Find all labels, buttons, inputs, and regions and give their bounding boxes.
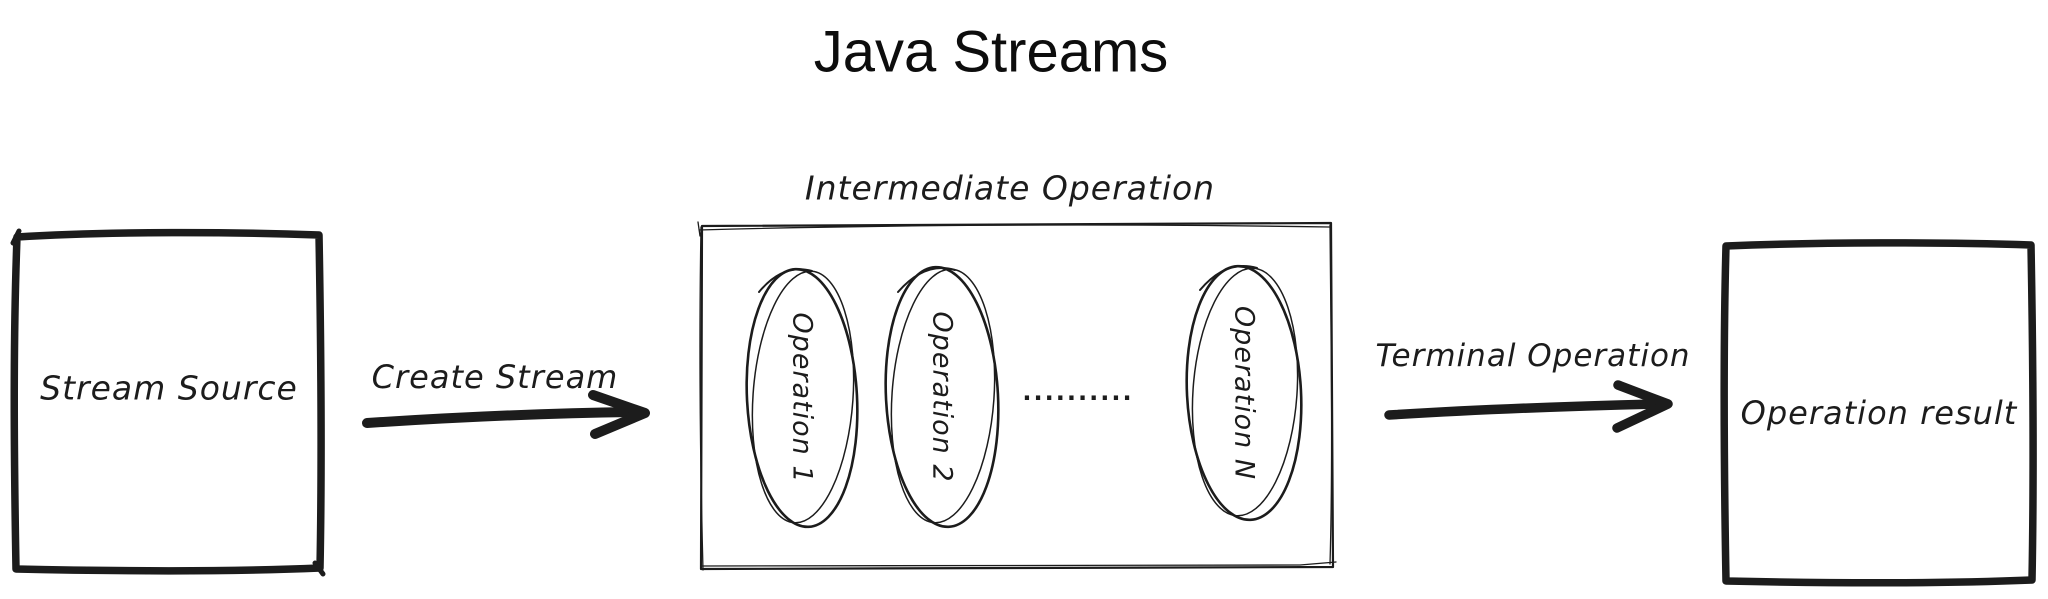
terminal-operation-arrow bbox=[1384, 380, 1673, 433]
operations-ellipsis: .......... bbox=[1022, 378, 1134, 406]
operation-1-label: Operation 1 bbox=[786, 312, 818, 484]
intermediate-operation-box bbox=[697, 221, 1337, 571]
operation-n-label: Operation N bbox=[1228, 305, 1260, 481]
terminal-operation-label: Terminal Operation bbox=[1375, 338, 1691, 374]
operation-result-box bbox=[1720, 239, 2037, 587]
intermediate-operation-label: Intermediate Operation bbox=[804, 168, 1216, 208]
operation-result-label: Operation result bbox=[1740, 394, 2018, 432]
operation-ellipse-1 bbox=[745, 267, 859, 529]
operation-ellipse-n bbox=[1185, 264, 1303, 522]
operation-2-label: Operation 2 bbox=[926, 311, 958, 483]
stream-source-label: Stream Source bbox=[40, 368, 298, 408]
create-stream-arrow bbox=[362, 390, 650, 439]
operation-ellipse-2 bbox=[884, 265, 1000, 529]
stream-source-box-corner-stroke bbox=[10, 228, 326, 577]
page-title: Java Streams bbox=[813, 19, 1169, 85]
create-stream-label: Create Stream bbox=[371, 358, 619, 396]
